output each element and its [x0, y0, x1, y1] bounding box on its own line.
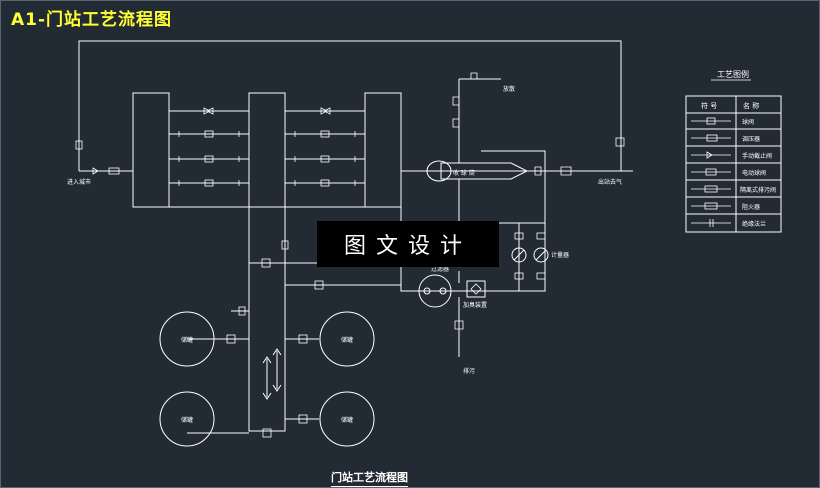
inlet-label: 进入城市 [67, 178, 91, 186]
tank-2 [319, 311, 375, 367]
watermark-badge: 图文设计 [317, 221, 499, 267]
outlet-label: 出站去气 [598, 178, 622, 186]
legend-row: 绝缘法兰 [742, 220, 766, 228]
sewage-label: 排污 [463, 367, 475, 375]
vessel-center [248, 92, 286, 432]
tank-4 [319, 391, 375, 447]
odorizer-pump [418, 274, 452, 308]
legend-header-name: 名 称 [743, 101, 759, 110]
legend-row: 阻火器 [742, 203, 760, 211]
tank-3 [159, 391, 215, 447]
vent-label: 放散 [503, 85, 515, 93]
pig-receiver [401, 72, 601, 224]
legend-header-symbol: 符 号 [701, 101, 717, 110]
drawing-caption: 门站工艺流程图 [331, 469, 408, 487]
page-title: A1-门站工艺流程图 [11, 10, 173, 30]
valve-symbols [75, 107, 625, 187]
legend-row: 电动球阀 [742, 169, 766, 177]
separator-label: 收 球 筒 [453, 169, 475, 177]
storage-tanks [159, 311, 375, 447]
vessel-right [364, 92, 402, 208]
filter-label: 过滤器 [431, 265, 449, 273]
tank-1 [159, 311, 215, 367]
pipe-bank [169, 110, 365, 184]
legend-row: 球阀 [742, 118, 754, 126]
metering-label: 计量器 [551, 251, 569, 259]
center-piping [187, 240, 401, 438]
vessel-left [132, 92, 170, 208]
legend-row: 手动截止阀 [742, 152, 772, 160]
legend-title: 工艺图例 [717, 69, 749, 79]
tank-2-label: 储罐 [341, 336, 353, 344]
tank-4-label: 储罐 [341, 416, 353, 424]
odorizer-box [466, 280, 486, 298]
legend-row: 调压器 [742, 135, 760, 143]
odorizer-label: 加臭装置 [463, 301, 487, 309]
diagram-labels: 进入城市 出站去气 放散 收 球 筒 计量器 过滤器 加臭装置 排污 储罐 储罐… [67, 69, 776, 424]
legend [685, 95, 782, 233]
tank-1-label: 储罐 [181, 336, 193, 344]
tank-3-label: 储罐 [181, 416, 193, 424]
top-pipe-loop [78, 40, 633, 172]
legend-row: 隔离式排污阀 [740, 186, 776, 194]
